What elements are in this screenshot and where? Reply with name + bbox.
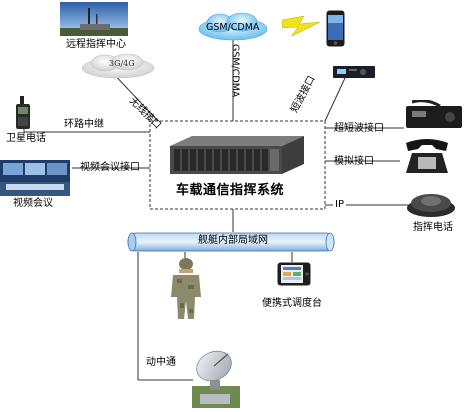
mobile-phone-icon xyxy=(326,10,345,47)
lan-bus-label: 舰艇内部局域网 xyxy=(198,235,268,246)
system-title: 车载通信指挥系统 xyxy=(176,183,285,198)
wireless-line xyxy=(109,69,159,122)
command-phone-label: 指挥电话 xyxy=(413,222,453,233)
rack-device-icon xyxy=(170,136,304,176)
network-3g4g-label: 3G/4G xyxy=(109,59,135,68)
ip-link-label: IP xyxy=(333,199,346,210)
remote-center-label: 远程指挥中心 xyxy=(66,39,126,50)
gsm-link-label: GSM/CDMA xyxy=(229,44,241,98)
analog-link-label: 模拟接口 xyxy=(334,156,374,167)
cloud-3g4g-icon: 3G/4G xyxy=(77,52,159,80)
satellite-dish-image xyxy=(192,346,240,408)
lan-bus: 舰艇内部局域网 xyxy=(124,232,338,252)
shortwave-radio-icon xyxy=(333,64,375,79)
network-gsm-label: GSM/CDMA xyxy=(206,22,260,33)
video-conf-label: 视频会议 xyxy=(13,198,53,209)
lightning-icon xyxy=(281,14,321,38)
trunk-link-label: 环路中继 xyxy=(64,119,104,130)
soldier-image xyxy=(167,257,205,321)
moving-comm-label: 动中通 xyxy=(146,357,176,368)
ultrashort-radio-icon xyxy=(404,99,466,130)
cloud-gsm-icon: GSM/CDMA xyxy=(196,12,270,42)
ultrashort-link-label: 超短波接口 xyxy=(334,123,384,134)
video-link-label: 视频会议接口 xyxy=(80,162,140,173)
system-box-outline xyxy=(149,120,326,210)
portable-console-icon xyxy=(277,262,311,286)
satellite-phone-icon xyxy=(15,96,31,130)
remote-center-image xyxy=(60,2,128,36)
command-phone-icon xyxy=(406,188,456,218)
sat-phone-label: 卫星电话 xyxy=(6,133,46,144)
portable-console-label: 便携式调度台 xyxy=(262,298,322,309)
video-conf-image xyxy=(0,160,70,196)
shortwave-line xyxy=(324,77,346,122)
analog-phone-icon xyxy=(402,139,452,175)
